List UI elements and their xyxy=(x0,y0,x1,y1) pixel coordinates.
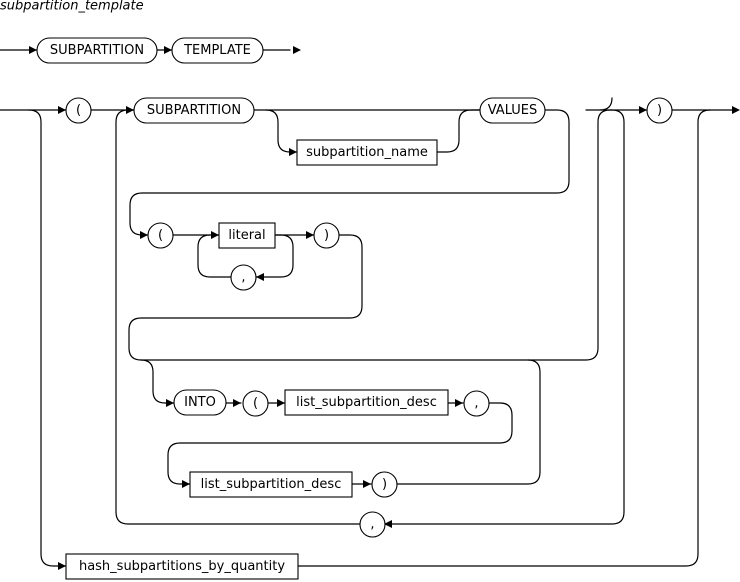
list-subpartition-desc-node-2: list_subpartition_desc xyxy=(189,471,353,498)
subpartition-name-label: subpartition_name xyxy=(306,145,428,160)
list-subpartition-desc-label-2: list_subpartition_desc xyxy=(201,477,342,492)
literal-node: literal xyxy=(218,222,276,249)
outer-rparen-label: ) xyxy=(657,103,662,118)
template-node: TEMPLATE xyxy=(171,37,264,64)
outer-lparen-label: ( xyxy=(76,103,81,118)
subpartition-label-1: SUBPARTITION xyxy=(50,43,144,58)
outer-comma-label: , xyxy=(370,517,374,532)
subpartition-name-node: subpartition_name xyxy=(296,139,438,166)
outer-lparen-node: ( xyxy=(65,97,92,124)
into-lparen-label: ( xyxy=(253,396,258,411)
outer-rparen-node: ) xyxy=(646,97,673,124)
diagram-title: subpartition_template xyxy=(0,0,144,14)
into-comma-label: , xyxy=(474,396,478,411)
values-comma-label: , xyxy=(241,270,245,285)
values-rparen-label: ) xyxy=(324,228,329,243)
hash-subpartitions-label: hash_subpartitions_by_quantity xyxy=(79,559,285,574)
values-comma-node: , xyxy=(230,264,257,291)
subpartition-node-2: SUBPARTITION xyxy=(133,97,255,124)
literal-label: literal xyxy=(228,228,265,243)
values-rparen-node: ) xyxy=(313,222,340,249)
list-subpartition-desc-label-1: list_subpartition_desc xyxy=(296,395,437,410)
into-lparen-node: ( xyxy=(242,390,269,417)
hash-subpartitions-node: hash_subpartitions_by_quantity xyxy=(65,553,299,580)
subpartition-label-2: SUBPARTITION xyxy=(147,103,241,118)
values-lparen-node: ( xyxy=(147,222,174,249)
template-label: TEMPLATE xyxy=(183,43,251,58)
list-subpartition-desc-node-1: list_subpartition_desc xyxy=(284,389,449,416)
outer-comma-node: , xyxy=(359,511,386,538)
values-label: VALUES xyxy=(488,103,538,118)
values-lparen-label: ( xyxy=(158,228,163,243)
into-node: INTO xyxy=(173,389,227,416)
arrowheads xyxy=(58,106,740,570)
into-comma-node: , xyxy=(463,390,490,417)
values-node: VALUES xyxy=(479,97,546,124)
row-1-arrow-mid xyxy=(164,46,172,54)
subpartition-node-1: SUBPARTITION xyxy=(36,37,158,64)
into-rparen-node: ) xyxy=(371,471,398,498)
into-rparen-label: ) xyxy=(382,477,387,492)
main-connectors xyxy=(0,97,733,567)
row-1-arrow-out xyxy=(293,46,301,54)
row-1-arrow-in xyxy=(29,46,37,54)
into-label: INTO xyxy=(184,395,216,410)
